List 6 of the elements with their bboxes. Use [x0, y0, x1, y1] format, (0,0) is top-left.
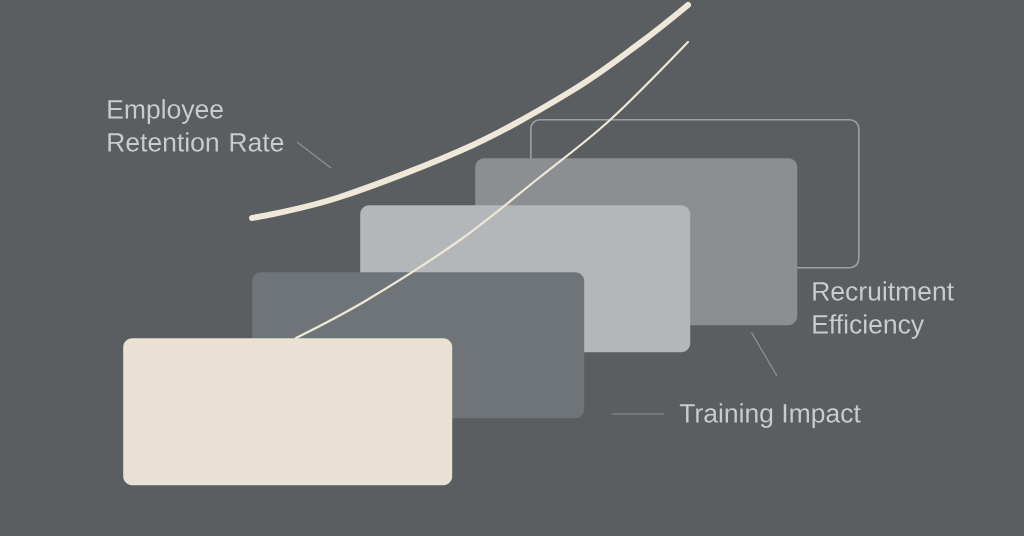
metric-label: Recruitment Efficiency — [813, 281, 954, 339]
metric-label: Training Impact — [679, 403, 861, 428]
metric-label: Employee Retention Rate — [108, 99, 284, 152]
card — [123, 338, 453, 486]
leader-line — [296, 141, 332, 169]
leader-line — [750, 331, 778, 377]
